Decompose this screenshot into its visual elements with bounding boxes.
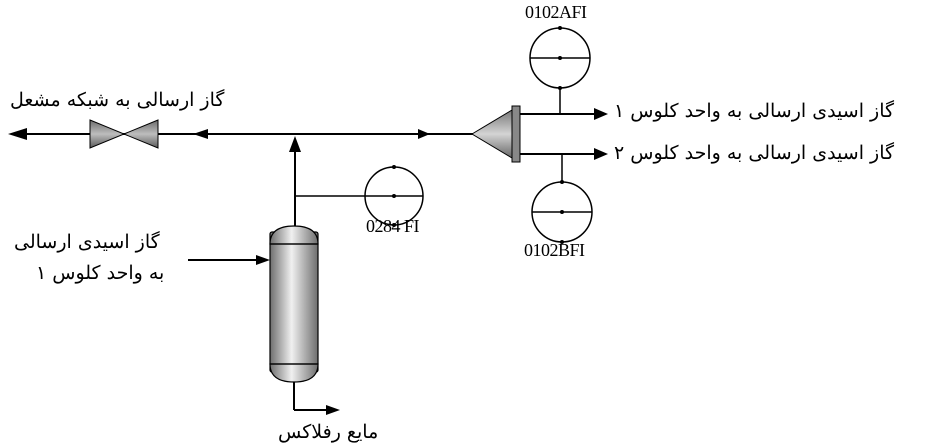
header-arrow-mid-right bbox=[418, 129, 430, 139]
claus-2-outlet-label: گاز اسیدی ارسالی به واحد کلوس ۲ bbox=[614, 142, 895, 164]
fi-0102a-tag: 0102AFI bbox=[525, 2, 587, 22]
fi-0284-instrument bbox=[364, 165, 424, 227]
feed-arrow bbox=[256, 255, 270, 265]
flare-control-valve bbox=[89, 119, 159, 149]
fi-0102a-instrument bbox=[529, 26, 591, 90]
claus-1-outlet-label: گاز اسیدی ارسالی به واحد کلوس ۱ bbox=[614, 100, 895, 122]
feed-label-line-1: گاز اسیدی ارسالی bbox=[14, 231, 160, 253]
splitter-reducer bbox=[471, 105, 521, 163]
riser-arrow-up bbox=[289, 136, 301, 152]
header-arrow-mid-left bbox=[193, 129, 208, 139]
flare-gas-label: گاز ارسالی به شبکه مشعل bbox=[10, 89, 225, 111]
fi-0102b-tag: 0102BFI bbox=[524, 240, 585, 260]
feed-label-line-2: به واحد کلوس ۱ bbox=[36, 262, 165, 284]
fi-0284-tag: 0284 FI bbox=[366, 216, 420, 236]
header-arrow-left-end bbox=[8, 128, 27, 140]
reflux-liquid-label: مایع رفلاکس bbox=[278, 421, 379, 443]
reflux-arrow bbox=[326, 405, 340, 415]
fi-0102b-instrument bbox=[531, 180, 593, 244]
outlet-arrow-claus-1 bbox=[594, 108, 608, 120]
knockout-vessel bbox=[269, 225, 319, 383]
outlet-arrow-claus-2 bbox=[594, 148, 608, 160]
